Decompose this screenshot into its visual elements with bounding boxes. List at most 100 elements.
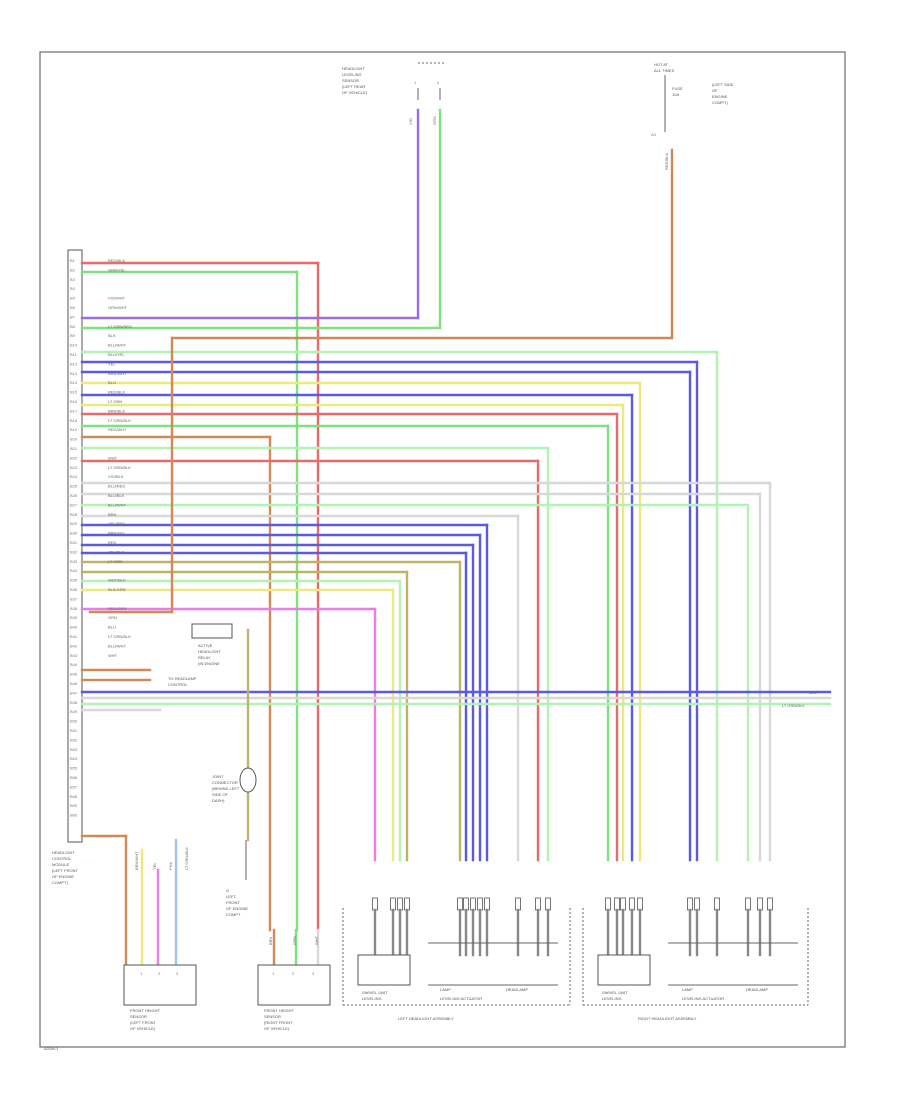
right-swivel-caption-1: SWIVEL UNIT [602, 990, 628, 995]
module-wire-code-38: RED/GRN [108, 606, 127, 611]
module-pin-B28: B28 [70, 512, 78, 517]
module-pin-B34: B34 [70, 568, 78, 573]
left-sensor-pin-3: 3 [176, 971, 179, 976]
terminal-stub-9 [484, 897, 490, 911]
diode-note: TO HEADLAMP CONTROL [168, 676, 197, 687]
module-pin-B32: B32 [70, 549, 78, 554]
module-pin-B15: B15 [70, 390, 78, 395]
left-swivel-caption-2: LEVELING [362, 996, 382, 1001]
right-sensor-caption-2: SENSOR [264, 1014, 281, 1019]
module-pin-B52: B52 [70, 737, 78, 742]
terminal-stub-6 [463, 897, 469, 911]
module-pin-B38: B38 [70, 606, 78, 611]
fuse-caption-3: FUSE [672, 86, 683, 91]
terminal-stub-4 [404, 897, 410, 911]
joint-caption-1: JOINT [212, 774, 224, 779]
top-connector-caption-2: LEVELING [342, 72, 362, 77]
right-sensor-pin-2: 2 [292, 971, 295, 976]
module-pin-B31: B31 [70, 540, 78, 545]
top-connector-pin-1: 1 [414, 80, 417, 85]
terminal-stub-13 [605, 897, 611, 911]
module-wire-code-15: RED/BLK [108, 390, 125, 395]
module-wire-code-16: LT GRN [108, 399, 122, 404]
right-lamp-caption: LAMP [682, 987, 693, 992]
module-pin-B14: B14 [70, 380, 78, 385]
module-wire-code-23: LT GRN/BLK [108, 465, 131, 470]
module-pin-B47: B47 [70, 690, 78, 695]
ground-caption-1: G [226, 888, 229, 893]
joint-connector-body [239, 767, 257, 793]
module-pin-B54: B54 [70, 756, 78, 761]
left-actuator-caption: LEVELING ACTUATOR [440, 996, 482, 1001]
fuse-caption-6: OF [712, 88, 718, 93]
bottom-left-code-1: BRN/WHT [134, 851, 139, 870]
module-pin-B30: B30 [70, 531, 78, 536]
module-wire-code-2: GRN/YEL [108, 267, 126, 272]
module-wire-code-11: BLU/YEL [108, 352, 125, 357]
left-sensor-pin-2: 2 [158, 971, 161, 976]
ground-caption-3: FRONT [226, 900, 240, 905]
module-wire-code-42: BLU/WHT [108, 643, 127, 648]
module-pin-B56: B56 [70, 775, 78, 780]
right-actuator-caption: LEVELING ACTUATOR [682, 996, 724, 1001]
left-headlamp-caption: HEADLAMP [506, 987, 528, 992]
right-edge-label-2: LT GRN/BLK [782, 703, 805, 708]
module-pin-B49: B49 [70, 709, 78, 714]
module-pin-B42: B42 [70, 643, 78, 648]
top-connector-caption-5: OF VEHICLE) [342, 90, 368, 95]
module-pin-B17: B17 [70, 408, 78, 413]
left-assembly-caption: LEFT HEADLIGHT ASSEMBLY [398, 1016, 454, 1021]
module-wire-code-19: RED/WHT [108, 427, 127, 432]
module-caption-line-5: OF ENGINE [52, 874, 74, 879]
top-connector-caption-3: SENSOR [342, 78, 359, 83]
left-sensor-caption-4: OF VEHICLE) [130, 1026, 156, 1031]
terminal-stub-17 [637, 897, 643, 911]
module-pin-B13: B13 [70, 371, 78, 376]
module-pin-B51: B51 [70, 728, 78, 733]
right-swivel-unit [597, 954, 651, 986]
module-pin-B43: B43 [70, 653, 78, 658]
fuse-pin: A3 [651, 132, 657, 137]
module-pin-list: B1B2B3B4B5B6B7B8B9B10B11B12B13B14B15B16B… [70, 258, 78, 818]
module-wire-code-35: WHT/BLK [108, 578, 126, 583]
terminal-stub-22 [757, 897, 763, 911]
joint-caption-2: CONNECTOR [212, 780, 238, 785]
module-pin-B20: B20 [70, 437, 78, 442]
module-pin-B24: B24 [70, 474, 78, 479]
module-wire-code-5: VIO/WHT [108, 296, 126, 301]
diagram-frame [39, 51, 846, 1048]
module-pin-B37: B37 [70, 596, 78, 601]
diagram-id: A01W-1 [44, 1046, 59, 1051]
module-pin-B9: B9 [70, 333, 76, 338]
terminal-stub-15 [620, 897, 626, 911]
module-wire-code-26: BLU/BLK [108, 493, 125, 498]
module-pin-B5: B5 [70, 296, 76, 301]
module-pin-B36: B36 [70, 587, 78, 592]
module-pin-B21: B21 [70, 446, 78, 451]
bottom-mid-code-1: BRN [268, 936, 273, 945]
terminal-stub-14 [614, 897, 620, 911]
module-pin-B26: B26 [70, 493, 78, 498]
module-wire-code-28: BRN [108, 512, 117, 517]
module-pin-B40: B40 [70, 625, 78, 630]
module-caption-line-6: COMPT) [52, 880, 68, 885]
bottom-left-code-4: LT GRN/BLK [184, 847, 189, 870]
top-connector-caption-4: (LEFT REAR [342, 84, 365, 89]
terminal-stub-21 [745, 897, 751, 911]
module-pin-B50: B50 [70, 719, 78, 724]
module-pin-B8: B8 [70, 324, 76, 329]
ground-caption-2: LEFT [226, 894, 236, 899]
terminal-stub-3 [397, 897, 403, 911]
module-wire-code-14: BLU [108, 380, 116, 385]
left-sensor-caption-1: FRONT HEIGHT [130, 1008, 160, 1013]
terminal-stub-23 [767, 897, 773, 911]
left-front-height-sensor: 1 2 3 FRONT HEIGHT SENSOR (LEFT FRONT OF… [123, 964, 197, 1031]
terminal-stub-7 [470, 897, 476, 911]
headlight-control-module [67, 249, 83, 843]
diode-caption-2: CONTROL [168, 682, 188, 687]
right-edge-label-1: BLU [809, 690, 817, 695]
module-wire-code-36: BLK/GRN [108, 587, 126, 592]
wire-layer [80, 108, 832, 967]
left-sensor-caption-3: (LEFT FRONT [130, 1020, 156, 1025]
module-pin-B25: B25 [70, 484, 78, 489]
